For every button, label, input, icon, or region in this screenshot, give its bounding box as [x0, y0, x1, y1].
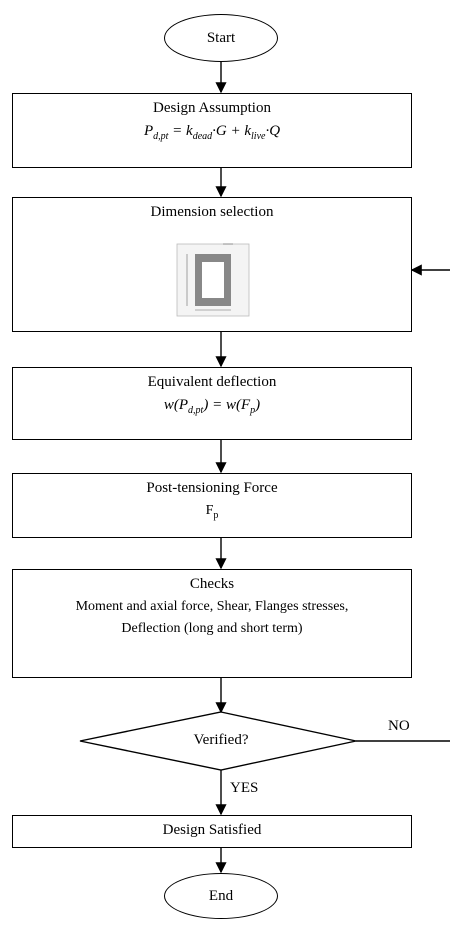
checks-title: Checks [189, 576, 235, 592]
no-branch-label: NO [388, 718, 410, 734]
equivalent-deflection-title: Equivalent deflection [147, 374, 277, 390]
dimension-selection-box: Dimension selection [12, 197, 412, 332]
start-terminal: Start [164, 14, 278, 62]
checks-line-2: Deflection (long and short term) [121, 621, 303, 636]
dimension-selection-title: Dimension selection [150, 204, 274, 220]
box-section-sketch [176, 243, 250, 317]
design-assumption-box: Design Assumption Pd,pt = kdead·G + kliv… [12, 93, 412, 168]
end-terminal: End [164, 873, 278, 919]
decision-label: Verified? [193, 732, 249, 748]
deflection-formula: w(Pd,pt) = w(Fp) [163, 397, 261, 416]
post-tensioning-title: Post-tensioning Force [146, 480, 278, 496]
equivalent-deflection-box: Equivalent deflection w(Pd,pt) = w(Fp) [12, 367, 412, 440]
end-label: End [208, 887, 234, 904]
checks-box: Checks Moment and axial force, Shear, Fl… [12, 569, 412, 678]
decision-diamond [79, 711, 357, 771]
design-satisfied-title: Design Satisfied [162, 822, 262, 838]
start-label: Start [206, 29, 236, 46]
design-load-formula: Pd,pt = kdead·G + klive·Q [143, 123, 281, 142]
checks-line-1: Moment and axial force, Shear, Flanges s… [75, 599, 349, 614]
yes-branch-label: YES [230, 780, 259, 796]
post-tensioning-box: Post-tensioning Force Fp [12, 473, 412, 538]
post-tensioning-symbol: Fp [205, 503, 219, 521]
design-assumption-title: Design Assumption [153, 100, 271, 116]
design-satisfied-box: Design Satisfied [12, 815, 412, 848]
